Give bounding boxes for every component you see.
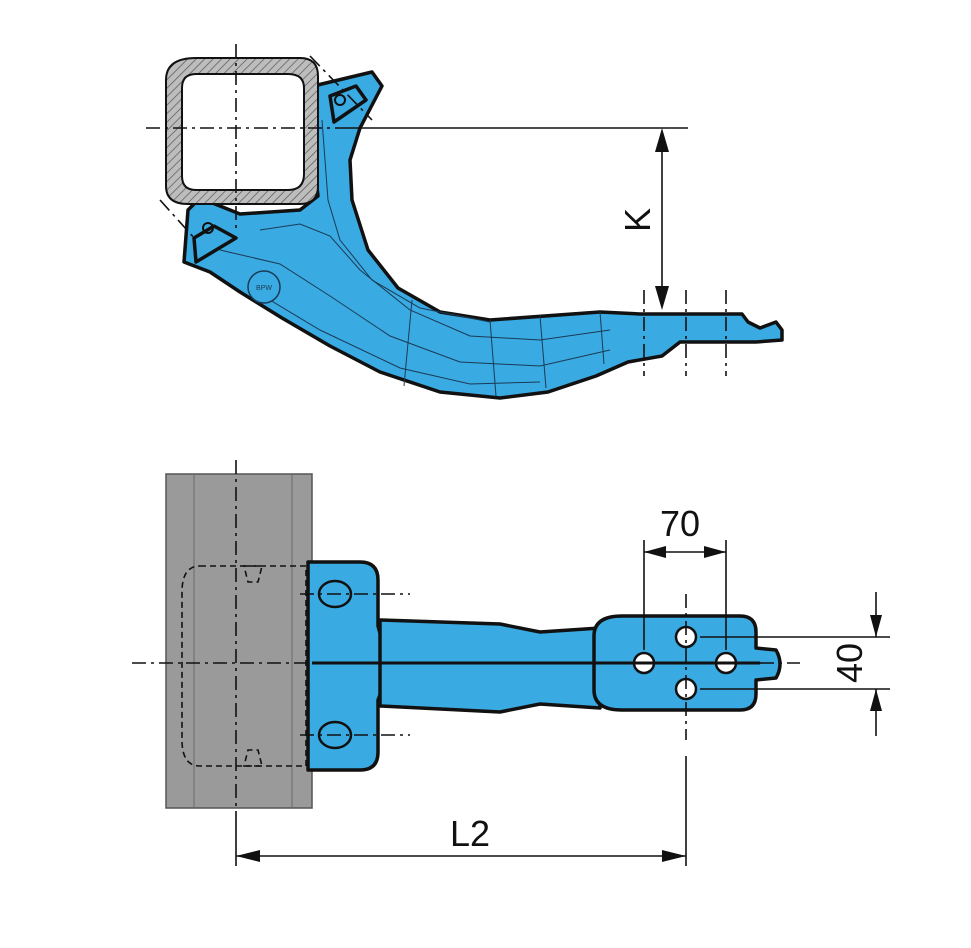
axle-beam: [165, 473, 313, 809]
bpw-logo-text: BPW: [256, 285, 272, 292]
dimension-k: K: [617, 208, 658, 232]
axle-tube-section: [165, 57, 319, 205]
side-view: BPW K: [146, 44, 784, 400]
lower-wedge: [192, 224, 238, 264]
dimension-40: 40: [829, 643, 870, 683]
bpw-logo: [247, 270, 281, 304]
dimension-l2: L2: [450, 813, 490, 854]
top-arm: [378, 618, 602, 714]
dimension-70: 70: [660, 503, 700, 544]
top-view: 70 40 L2: [132, 460, 890, 866]
side-hanger-bracket: [182, 70, 784, 400]
